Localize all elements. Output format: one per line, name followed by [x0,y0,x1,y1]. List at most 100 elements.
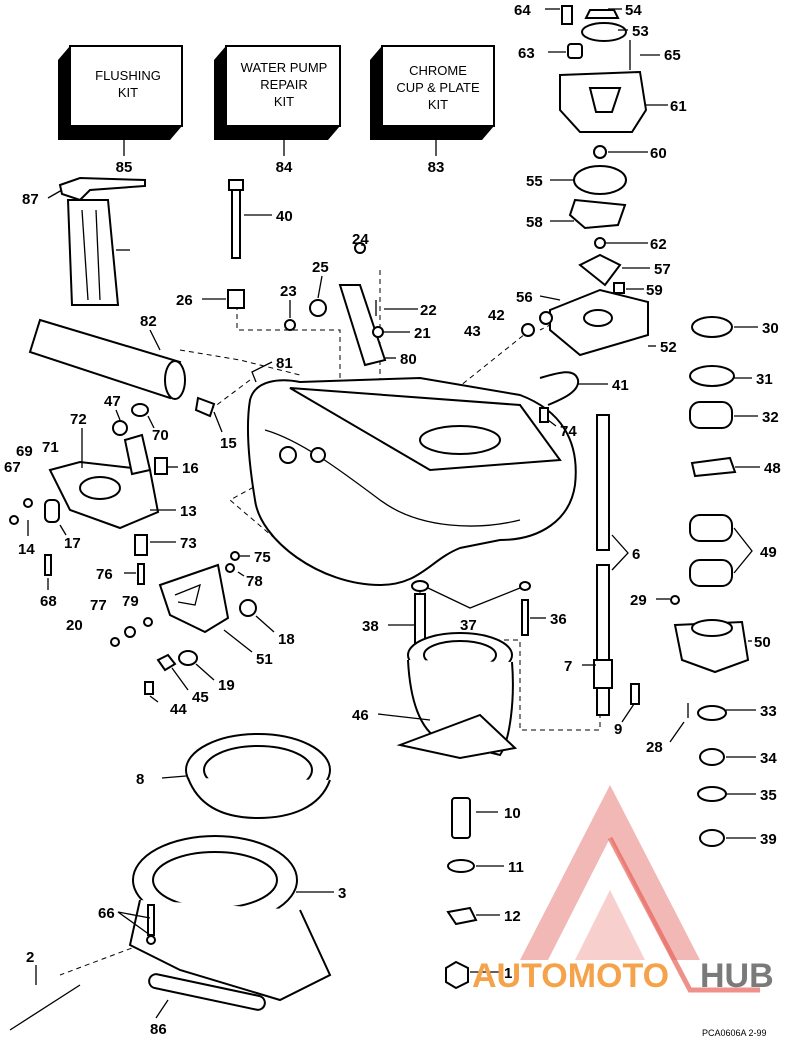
kit-label-line: KIT [274,94,294,109]
callout-label: 52 [660,339,677,356]
kit-label-line: KIT [428,97,448,112]
callout-label: 87 [22,191,39,208]
callout-label: 37 [460,617,477,634]
callout-label: 10 [504,805,521,822]
callout-label: 7 [564,658,572,675]
callout-label: 41 [612,377,629,394]
callout-label: 66 [98,905,115,922]
callout-label: 51 [256,651,273,668]
callout-label: 28 [646,739,663,756]
water-pump-stack[interactable] [549,5,649,357]
callout-label: 81 [276,355,293,372]
impeller-housing[interactable] [396,632,518,760]
callout-label: 25 [312,259,329,276]
callout-label: 65 [664,47,681,64]
kit-box-chrome[interactable]: CHROME CUP & PLATE KIT 83 [370,45,495,176]
callout-label: 55 [526,173,543,190]
callout-label: 80 [400,351,417,368]
kit-number: 84 [276,159,293,176]
callout-label: 21 [414,325,431,342]
nozzle-ring[interactable] [185,733,331,820]
callout-label: 62 [650,236,667,253]
callout-label: 15 [220,435,237,452]
callout-label: 82 [140,313,157,330]
callout-label: 9 [614,721,622,738]
callout-label: 56 [516,289,533,306]
callout-label: 22 [420,302,437,319]
pump-housing[interactable] [246,376,577,587]
hose-and-fittings[interactable] [284,242,580,423]
callout-label: 2 [26,949,34,966]
kit-number: 85 [116,159,133,176]
callout-label: 30 [762,320,779,337]
kit-box-flushing[interactable]: FLUSHING KIT 85 [58,45,183,176]
callout-label: 26 [176,292,193,309]
callout-label: 6 [632,546,640,563]
reference-code: PCA0606A 2-99 [702,1028,767,1038]
callout-label: 53 [632,23,649,40]
callout-label: 72 [70,411,87,428]
callout-label: 29 [630,592,647,609]
callout-label: 18 [278,631,295,648]
callout-label: 19 [218,677,235,694]
callout-label: 1 [504,965,512,982]
callout-label: 43 [464,323,481,340]
callout-label: 13 [180,503,197,520]
kit-label-line: REPAIR [260,77,307,92]
callout-label: 79 [122,593,139,610]
drive-shaft[interactable] [593,414,689,718]
callout-label: 78 [246,573,263,590]
callout-label: 50 [754,634,771,651]
callout-label: 36 [550,611,567,628]
callout-label: 60 [650,145,667,162]
callout-label: 40 [276,208,293,225]
bolts-and-washers[interactable] [411,580,531,645]
callout-label: 35 [760,787,777,804]
reverse-gate-plate[interactable] [110,551,257,695]
callout-label: 76 [96,566,113,583]
intake-tube[interactable] [28,318,216,418]
callout-label: 75 [254,549,271,566]
left-bracket-assembly[interactable] [9,403,168,585]
callout-label: 39 [760,831,777,848]
callout-label: 58 [526,214,543,231]
kit-label-line: FLUSHING [95,68,161,83]
callout-label: 49 [760,544,777,561]
callout-label: 11 [508,859,524,876]
automotohub-watermark-logo: AUTOMOTO HUB [472,785,774,995]
callout-label: 71 [42,439,59,456]
callout-label: 16 [182,460,199,477]
callout-label: 8 [136,771,144,788]
callout-label: 31 [756,371,773,388]
bolt-39[interactable] [227,179,245,309]
callout-label: 12 [504,908,521,925]
callout-label: 69 [16,443,33,460]
callout-label: 57 [654,261,671,278]
kit-label-line: CUP & PLATE [396,80,480,95]
callout-label: 61 [670,98,687,115]
callout-label: 59 [646,282,663,299]
bottom-small-parts[interactable] [445,797,478,990]
callout-label: 46 [352,707,369,724]
callout-label: 14 [18,541,35,558]
callout-label: 17 [64,535,81,552]
watermark-text-orange: AUTOMOTO [472,957,669,995]
callout-label: 77 [90,597,107,614]
callout-label: 23 [280,283,297,300]
kit-number: 83 [428,159,445,176]
kit-label-line: CHROME [409,63,467,78]
right-column-parts[interactable] [670,316,750,847]
kit-label-line: WATER PUMP [241,60,328,75]
watermark-text-gray: HUB [700,957,774,995]
kit-box-water-pump[interactable]: WATER PUMP REPAIR KIT 84 [214,45,341,176]
callout-label: 42 [488,307,505,324]
callout-label: 20 [66,617,83,634]
callout-label: 47 [104,393,121,410]
callout-label: 38 [362,618,379,635]
intake-grate[interactable] [9,835,332,1031]
callout-label: 73 [180,535,197,552]
callout-label: 67 [4,459,21,476]
callout-label: 63 [518,45,535,62]
callout-label: 45 [192,689,209,706]
flushing-adapter[interactable] [58,176,146,306]
